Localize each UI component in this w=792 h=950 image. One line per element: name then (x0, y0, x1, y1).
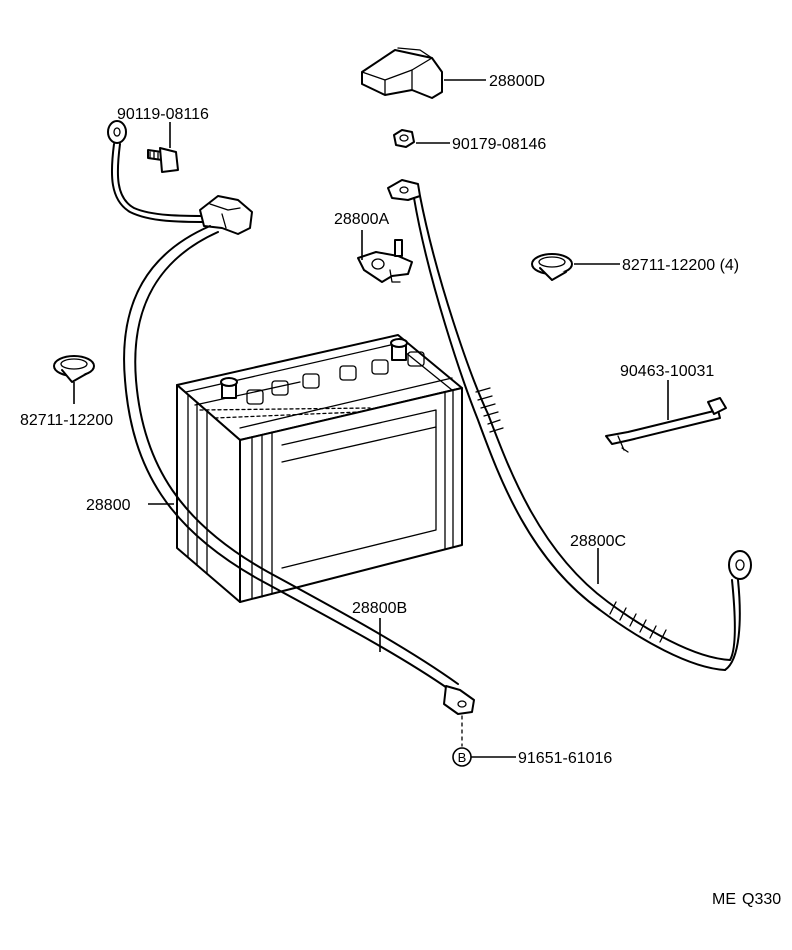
cable-clamp-icon (53, 355, 95, 383)
label-82711-top: 82711-12200 (4) (622, 257, 739, 274)
label-28800: 28800 (86, 497, 131, 514)
label-90463: 90463-10031 (620, 363, 714, 380)
bolt-b-letter: B (458, 750, 467, 765)
footer-code-left: ME (712, 891, 736, 908)
battery-icon (176, 334, 463, 603)
label-28800C: 28800C (570, 533, 626, 550)
label-82711-left: 82711-12200 (20, 412, 113, 429)
nut-icon (393, 129, 415, 148)
footer-code-right: Q330 (742, 891, 781, 908)
bolt-b-symbol: B (452, 747, 472, 767)
label-28800D: 28800D (489, 73, 545, 90)
cable-positive-icon (107, 120, 459, 691)
label-90179: 90179-08146 (452, 136, 546, 153)
cable-clamp-icon (531, 253, 573, 281)
bolt-icon (147, 147, 179, 173)
terminal-clamp-icon (357, 239, 413, 283)
label-91651: 91651-61016 (518, 750, 612, 767)
label-90119: 90119-08116 (117, 106, 209, 123)
cable-negative-icon (387, 179, 752, 671)
label-28800A: 28800A (334, 211, 389, 228)
terminal-cover-icon (361, 47, 443, 99)
hold-down-rod-icon (605, 397, 727, 453)
ring-terminal-icon (443, 685, 475, 715)
label-28800B: 28800B (352, 600, 407, 617)
